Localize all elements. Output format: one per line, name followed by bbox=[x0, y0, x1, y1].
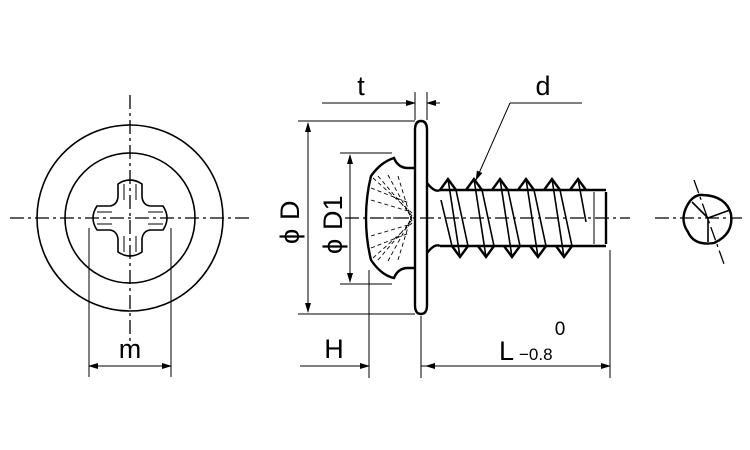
L-tolerance-upper: 0 bbox=[555, 319, 566, 340]
D1-phi-symbol: ϕ bbox=[318, 239, 348, 254]
D-phi-symbol: ϕ bbox=[275, 229, 305, 244]
front-view: m bbox=[10, 95, 250, 377]
thread-crests-top bbox=[439, 176, 587, 191]
recess-inner-lines bbox=[97, 184, 163, 252]
d-leader bbox=[475, 102, 511, 181]
D-letter: D bbox=[275, 201, 305, 221]
washer-flange bbox=[413, 119, 429, 316]
d-label: d bbox=[535, 71, 550, 101]
end-centerline-diag bbox=[693, 179, 725, 265]
H-label: H bbox=[324, 334, 344, 364]
tri-lobular-outline bbox=[682, 193, 733, 245]
D-label: ϕ D bbox=[275, 201, 305, 245]
D1-letter: D1 bbox=[318, 195, 348, 230]
side-view: t d ϕ D ϕ D1 H L 0 −0.8 bbox=[275, 71, 630, 378]
screw-neck bbox=[426, 182, 441, 254]
L-tolerance-lower: −0.8 bbox=[519, 345, 553, 364]
tri-lobular-inner bbox=[691, 201, 731, 242]
D1-label: ϕ D1 bbox=[318, 195, 348, 254]
t-label: t bbox=[357, 71, 365, 101]
recess-hidden-lines bbox=[370, 174, 413, 262]
phillips-recess bbox=[92, 179, 168, 257]
m-label: m bbox=[119, 334, 142, 364]
end-view bbox=[655, 179, 742, 265]
L-label: L bbox=[499, 336, 514, 366]
